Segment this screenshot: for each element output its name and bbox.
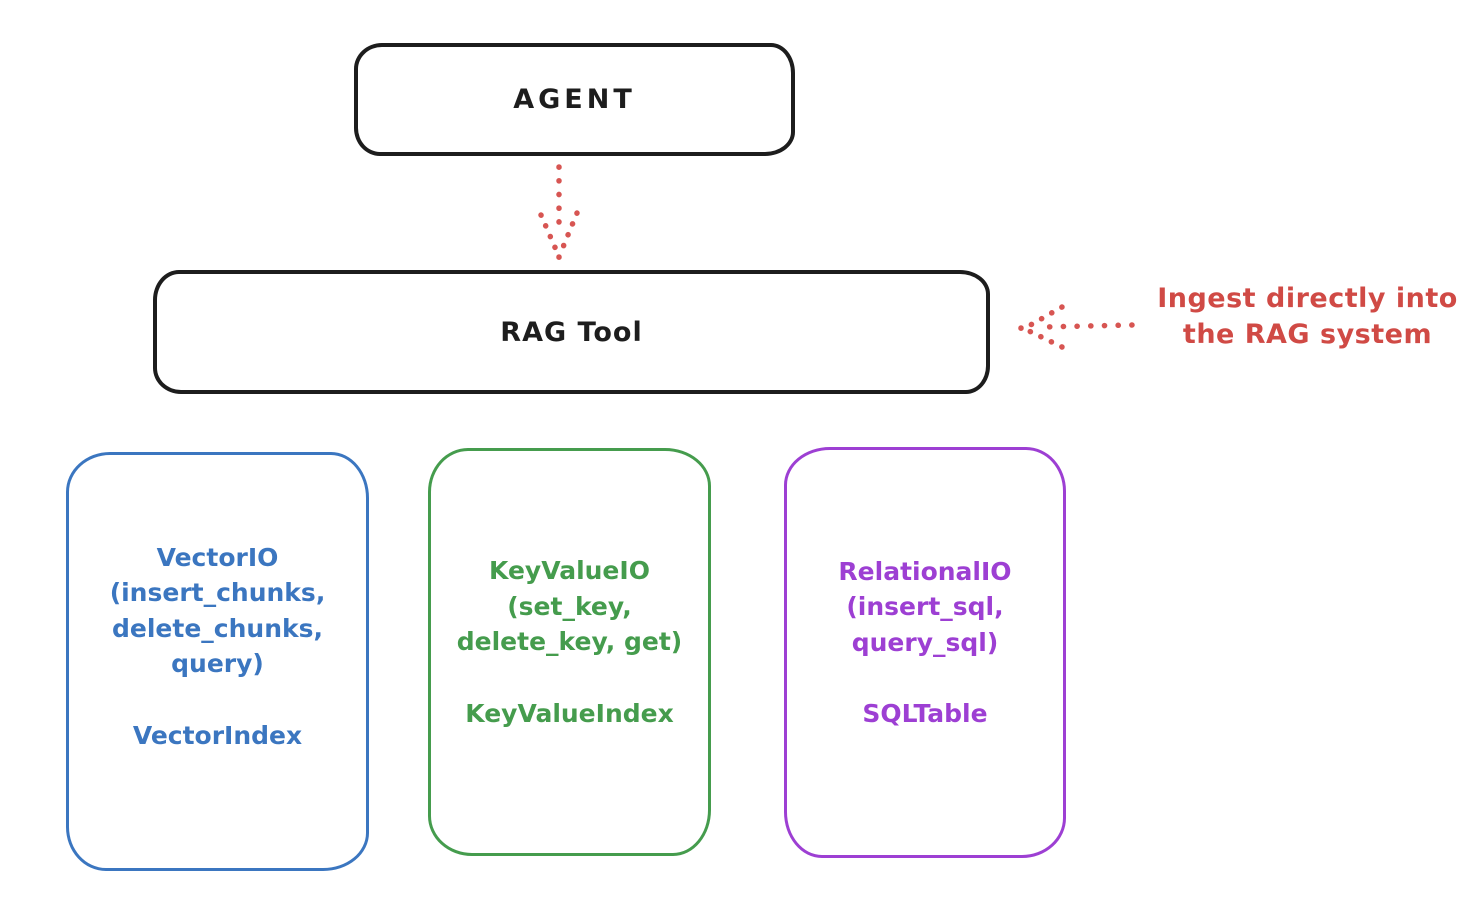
sql-table-label: SQLTable	[862, 699, 988, 728]
ingest-annotation-line2: the RAG system	[1182, 318, 1433, 350]
vector-index-label: VectorIndex	[132, 720, 303, 750]
keyvalue-io-line: KeyValueIO	[489, 556, 650, 585]
rag-tool-label: RAG Tool	[500, 316, 643, 348]
vector-io-box: VectorIO (insert_chunks, delete_chunks, …	[66, 452, 369, 871]
ingest-annotation-dotted-arrow-icon	[1018, 304, 1135, 350]
keyvalue-io-line: (set_key,	[507, 591, 632, 621]
relational-io-line: (insert_sql,	[846, 592, 1004, 621]
vector-io-line: (insert_chunks,	[109, 578, 326, 608]
keyvalue-io-line: delete_key, get)	[456, 627, 683, 656]
vector-io-line: delete_chunks,	[112, 613, 323, 643]
ingest-annotation-line1: Ingest directly into	[1157, 283, 1458, 314]
relational-io-box: RelationalIO (insert_sql, query_sql) SQL…	[784, 447, 1066, 858]
rag-tool-box: RAG Tool	[153, 270, 990, 394]
relational-io-line: RelationalIO	[838, 556, 1012, 586]
relational-io-line: query_sql)	[851, 627, 999, 657]
agent-box: AGENT	[354, 43, 795, 156]
agent-label: AGENT	[513, 84, 636, 115]
vector-io-line: VectorIO	[156, 542, 279, 572]
keyvalue-io-box: KeyValueIO (set_key, delete_key, get) Ke…	[428, 448, 711, 856]
vector-io-line: query)	[171, 649, 264, 679]
agent-to-ragtool-dotted-arrow-icon	[538, 164, 580, 261]
ingest-annotation: Ingest directly into the RAG system	[1135, 281, 1480, 352]
keyvalue-index-label: KeyValueIndex	[465, 698, 674, 728]
